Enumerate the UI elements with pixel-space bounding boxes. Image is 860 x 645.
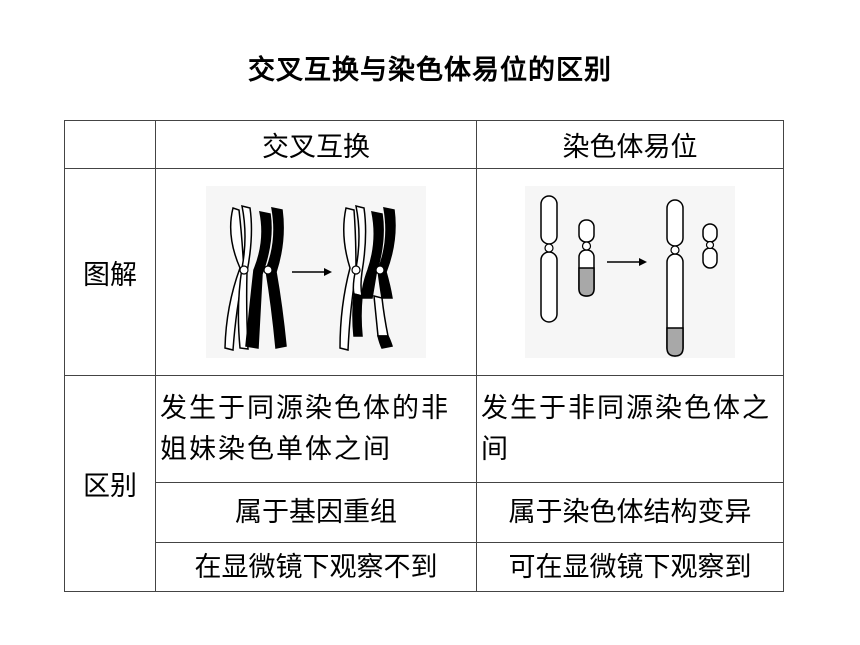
centromere-2 — [263, 265, 273, 275]
centromere-a — [544, 243, 554, 253]
arrow-head — [639, 258, 647, 266]
diff-cell-1-translocation: 发生于非同源染色体之间 — [476, 375, 784, 483]
diff-cell-3-crossing: 在显微镜下观察不到 — [155, 542, 477, 592]
diff-cell-3-translocation: 可在显微镜下观察到 — [476, 542, 784, 592]
diff-cell-2-crossing: 属于基因重组 — [155, 482, 477, 543]
chromosome-large-lower — [540, 251, 558, 323]
diff-row-label: 区别 — [64, 375, 156, 592]
header-cell-empty — [64, 120, 156, 169]
chromatid-black-3 — [361, 211, 384, 299]
diagram-row: 图解 — [64, 168, 784, 376]
centromere-d — [705, 240, 715, 250]
crossing-over-diagram-cell — [155, 168, 477, 376]
chromatid-white-1 — [224, 207, 245, 351]
chromosome-large-upper — [540, 195, 558, 245]
diff-row-3: 在显微镜下观察不到 可在显微镜下观察到 — [65, 542, 784, 592]
chromatid-black-4 — [377, 207, 396, 299]
centromere-b — [581, 241, 592, 251]
header-translocation: 染色体易位 — [476, 120, 784, 169]
translocated-segment-2 — [666, 327, 684, 357]
centromere-3 — [351, 265, 361, 275]
centromere-4 — [375, 265, 385, 275]
chromosome-small2-upper — [702, 223, 718, 243]
diff-row-2: 属于基因重组 属于染色体结构变异 — [65, 482, 784, 543]
centromere-1 — [239, 265, 249, 275]
diff-cell-2-translocation: 属于染色体结构变异 — [476, 482, 784, 543]
chromatid-black-2 — [265, 207, 287, 349]
translocation-diagram-cell — [476, 168, 784, 376]
chromatid-black-5 — [377, 335, 393, 349]
chromatid-white-2 — [237, 204, 253, 350]
diff-cell-1-crossing: 发生于同源染色体的非姐妹染色单体之间 — [155, 375, 477, 483]
diagram-row-label: 图解 — [64, 168, 156, 376]
chromosome-large2-upper — [666, 199, 684, 247]
page-title: 交叉互换与染色体易位的区别 — [248, 55, 612, 86]
arrow-head — [324, 268, 332, 276]
chromosome-small2-lower — [702, 247, 718, 269]
header-crossing-over: 交叉互换 — [155, 120, 477, 169]
centromere-c — [670, 245, 680, 255]
diff-row-1: 区别 发生于同源染色体的非姐妹染色单体之间 发生于非同源染色体之间 — [64, 375, 784, 592]
translocated-segment-1 — [578, 267, 595, 297]
table-header-row: 交叉互换 染色体易位 — [64, 120, 784, 169]
chromatid-black-1 — [245, 211, 272, 349]
chromatid-black-swap — [352, 293, 363, 337]
crossing-over-diagram — [206, 186, 426, 358]
chromatid-white-3 — [339, 207, 357, 351]
chromosome-small-upper — [578, 219, 595, 243]
translocation-diagram — [525, 186, 735, 358]
comparison-table: 交叉互换 染色体易位 图解 — [64, 120, 784, 592]
